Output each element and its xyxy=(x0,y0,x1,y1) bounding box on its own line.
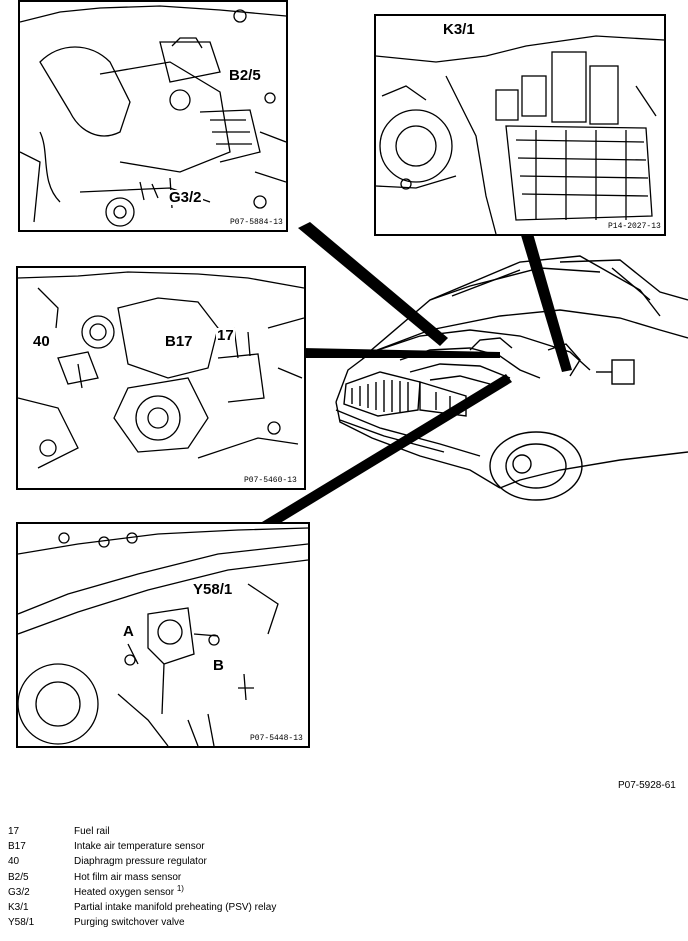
fuel-rail-drawing xyxy=(18,271,304,469)
panel-code: P14-2027-13 xyxy=(608,222,661,231)
legend-key: B2/5 xyxy=(8,871,29,883)
panel-code: P07-5884-13 xyxy=(230,218,283,227)
footnote-marker: 1) xyxy=(176,883,184,893)
panel-code: P07-5460-13 xyxy=(244,476,297,485)
label-17: 17 xyxy=(216,327,235,344)
legend-desc-text: Heated oxygen sensor xyxy=(74,886,175,898)
legend-desc-text: Intake air temperature sensor xyxy=(74,841,205,853)
legend-desc-text: Purging switchover valve xyxy=(74,917,185,929)
label-a: A xyxy=(122,623,135,640)
detail-panel-fuel-rail: 40 B17 17 P07-5460-13 xyxy=(16,266,306,490)
legend-desc-text: Partial intake manifold preheating (PSV)… xyxy=(74,901,277,913)
detail-panel-purging-valve: Y58/1 A B P07-5448-13 xyxy=(16,522,310,748)
hot-film-sensor-drawing xyxy=(20,5,286,227)
legend-desc-text: Fuel rail xyxy=(74,826,110,837)
purging-valve-drawing xyxy=(18,527,308,746)
legend-key: Y58/1 xyxy=(8,917,35,929)
label-y58-1: Y58/1 xyxy=(192,581,234,598)
legend-desc-text: Hot film air mass sensor xyxy=(74,871,182,883)
panel-code: P07-5448-13 xyxy=(250,734,303,743)
legend-desc-text: Diaphragm pressure regulator xyxy=(74,856,207,868)
legend-key: B17 xyxy=(8,841,26,853)
figure-code: P07-5928-61 xyxy=(618,780,676,791)
legend-desc: Purging switchover valve xyxy=(74,917,185,928)
legend-key: K3/1 xyxy=(8,901,29,913)
detail-panel-psv-relay: K3/1 P14-2027-13 xyxy=(374,14,666,236)
label-g3-2: G3/2 xyxy=(168,189,203,206)
legend-key: G3/2 xyxy=(8,886,30,898)
legend-key: 17 xyxy=(8,826,20,837)
psv-relay-drawing xyxy=(376,35,664,234)
legend-desc: Partial intake manifold preheating (PSV)… xyxy=(74,902,276,913)
label-b17: B17 xyxy=(164,333,194,350)
legend-desc: Fuel rail xyxy=(74,826,110,837)
label-40: 40 xyxy=(32,333,51,350)
label-b2-5: B2/5 xyxy=(228,67,262,84)
legend-key: 40 xyxy=(8,856,20,868)
detail-panel-hot-film-sensor: B2/5 G3/2 P07-5884-13 xyxy=(18,0,288,232)
legend-desc: Diaphragm pressure regulator xyxy=(74,856,207,867)
label-k3-1: K3/1 xyxy=(442,21,476,38)
legend-desc: Intake air temperature sensor xyxy=(74,841,205,852)
legend-desc: Heated oxygen sensor 1) xyxy=(74,883,184,898)
legend-desc: Hot film air mass sensor xyxy=(74,872,181,883)
label-b: B xyxy=(212,657,225,674)
